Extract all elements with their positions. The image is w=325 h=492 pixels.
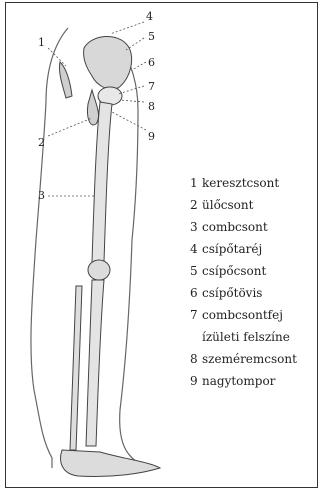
marker-6: 6 (148, 56, 155, 69)
fibula (70, 286, 82, 450)
legend-item-7-continued: ízületi felszíne (190, 328, 318, 350)
sacrum (59, 62, 72, 98)
legend-label: csípőtövis (202, 284, 262, 306)
legend-num: 3 (190, 218, 202, 240)
marker-5: 5 (148, 30, 155, 43)
marker-9: 9 (148, 130, 155, 143)
legend-num: 1 (190, 174, 202, 196)
marker-1: 1 (38, 36, 45, 49)
marker-4: 4 (146, 10, 153, 23)
legend-label: csípőtaréj (202, 240, 262, 262)
legend-label: ízületi felszíne (202, 328, 290, 350)
legend-num: 9 (190, 372, 202, 394)
leader-6 (132, 62, 146, 70)
leader-2 (48, 118, 92, 136)
legend-num: 7 (190, 306, 202, 328)
legend-label: csípőcsont (202, 262, 266, 284)
legend-label: nagytompor (202, 372, 275, 394)
legend-label: ülőcsont (202, 196, 253, 218)
legend-label: keresztcsont (202, 174, 279, 196)
femur (92, 102, 112, 262)
leader-7 (118, 86, 144, 94)
legend-label: szeméremcsont (202, 350, 297, 372)
marker-8: 8 (148, 100, 155, 113)
legend-num: 5 (190, 262, 202, 284)
legend-num: 4 (190, 240, 202, 262)
legend-num: 6 (190, 284, 202, 306)
foot (61, 450, 160, 477)
marker-7: 7 (148, 80, 155, 93)
marker-2: 2 (38, 136, 45, 149)
leader-8 (120, 100, 144, 102)
knee (88, 260, 110, 280)
pelvis (84, 36, 132, 89)
legend-label: combcsontfej (202, 306, 283, 328)
marker-3: 3 (38, 189, 45, 202)
legend-num: 8 (190, 350, 202, 372)
legend-num: 2 (190, 196, 202, 218)
leader-4 (110, 22, 144, 34)
ischium (87, 90, 98, 125)
legend-label: combcsont (202, 218, 268, 240)
leader-9 (112, 112, 146, 130)
tibia (86, 280, 104, 446)
